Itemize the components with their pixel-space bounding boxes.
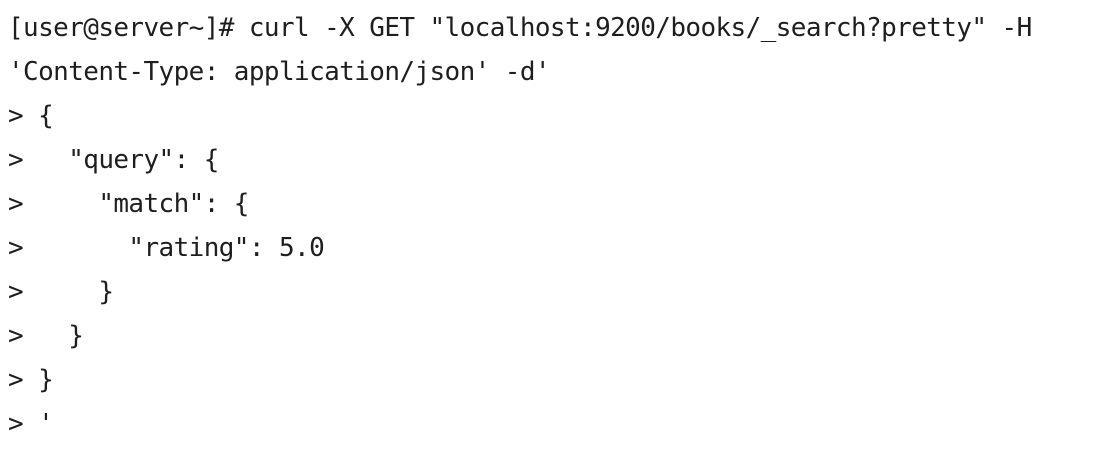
terminal-line-json-open: > { <box>8 101 54 131</box>
terminal-line-query-key: > "query": { <box>8 145 219 175</box>
terminal-line-header-option: 'Content-Type: application/json' -d' <box>8 57 551 87</box>
terminal-line-query-close: > } <box>8 321 84 351</box>
terminal-line-command: [user@server~]# curl -X GET "localhost:9… <box>8 13 1032 43</box>
terminal-line-rating-value: > "rating": 5.0 <box>8 233 325 263</box>
terminal-line-json-close: > } <box>8 365 54 395</box>
terminal-line-quote-end: > ' <box>8 409 54 439</box>
terminal-line-match-close: > } <box>8 277 114 307</box>
terminal-line-match-key: > "match": { <box>8 189 249 219</box>
